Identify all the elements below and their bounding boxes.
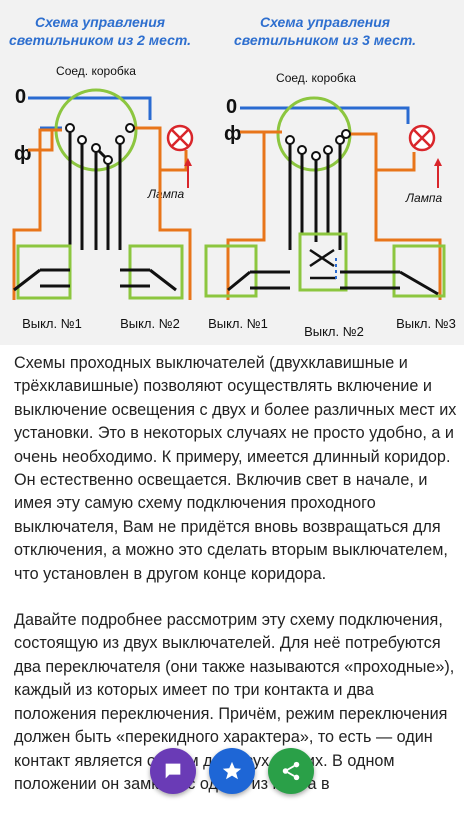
right-lamp-down [374,170,442,300]
right-switch1-label: Выкл. №1 [208,316,268,331]
chat-icon [165,763,181,779]
wiring-diagram-image: Схема управления светильником из 2 мест.… [0,0,464,345]
wiring-diagram: Схема управления светильником из 2 мест.… [9,14,456,339]
right-zero-wire [240,106,410,124]
right-contact-dots [285,129,351,161]
left-contact-dots [65,123,135,165]
left-switch1-label: Выкл. №1 [22,316,82,331]
left-junction-box-label: Соед. коробка [56,64,136,78]
right-phase-down [226,130,282,300]
right-switch2-label: Выкл. №2 [304,324,364,339]
right-lamp-label: Лампа [405,191,443,205]
left-switch2-label: Выкл. №2 [120,316,180,331]
left-phase-down [12,128,62,300]
star-icon [222,761,242,780]
left-switch-wires [68,128,122,250]
right-junction-box-label: Соед. коробка [276,71,356,85]
right-phase-label: ф [224,123,242,145]
right-switch1-contacts [227,270,290,292]
left-switch2-contacts [120,268,177,292]
left-diagram: Схема управления светильником из 2 мест.… [9,14,194,331]
right-switch3-label: Выкл. №3 [396,316,456,331]
left-zero-label: 0 [15,86,26,108]
left-switch1-contacts [13,268,70,292]
left-lamp-label: Лампа [147,187,185,201]
right-switch2-box [298,232,348,292]
left-lamp-down [158,170,192,300]
left-switch2-box [128,244,184,300]
left-lamp-arrowhead [184,158,192,166]
favorite-button[interactable] [209,748,255,794]
right-lamp-wire [346,132,416,172]
right-lamp-cross [413,129,431,147]
right-diagram: Схема управления светильником из 3 мест.… [204,14,456,339]
left-switch1-box [16,244,72,300]
chat-button[interactable] [150,748,196,794]
left-lamp-cross [171,129,189,147]
right-switch2-contacts [309,248,336,280]
paragraph-1: Схемы проходных выключателей (двухклавиш… [14,354,457,583]
left-phase-label: ф [14,143,32,165]
right-switch-wires [288,140,342,250]
right-switch3-contacts [340,270,439,296]
right-title-line1: Схема управления [260,14,390,30]
right-switch3-box [392,244,446,298]
share-button[interactable] [268,748,314,794]
article-text: Схемы проходных выключателей (двухклавиш… [14,352,458,819]
left-title-line1: Схема управления [35,14,165,30]
share-icon [282,761,300,781]
right-lamp-arrowhead [434,158,442,166]
right-zero-label: 0 [226,96,237,118]
right-title-line2: светильником из 3 мест. [234,32,416,48]
left-title-line2: светильником из 2 мест. [9,32,191,48]
left-zero-wire [28,96,152,120]
